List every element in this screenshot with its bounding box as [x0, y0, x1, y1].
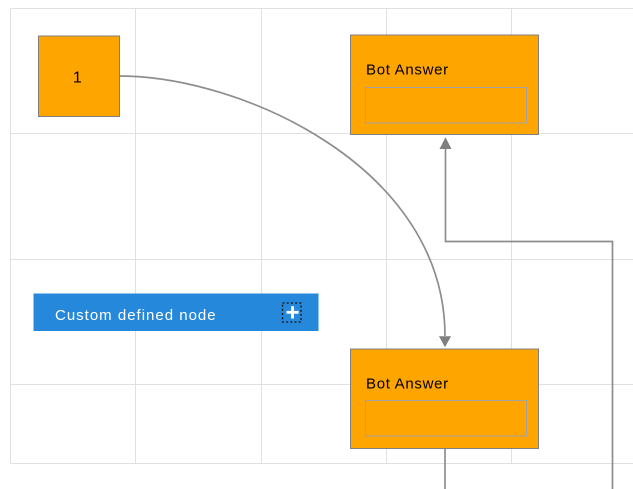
svg-text:1: 1	[73, 69, 82, 86]
svg-text:Custom defined node: Custom defined node	[55, 307, 217, 324]
svg-text:Bot Answer: Bot Answer	[366, 61, 449, 78]
svg-text:Bot Answer: Bot Answer	[366, 375, 449, 392]
